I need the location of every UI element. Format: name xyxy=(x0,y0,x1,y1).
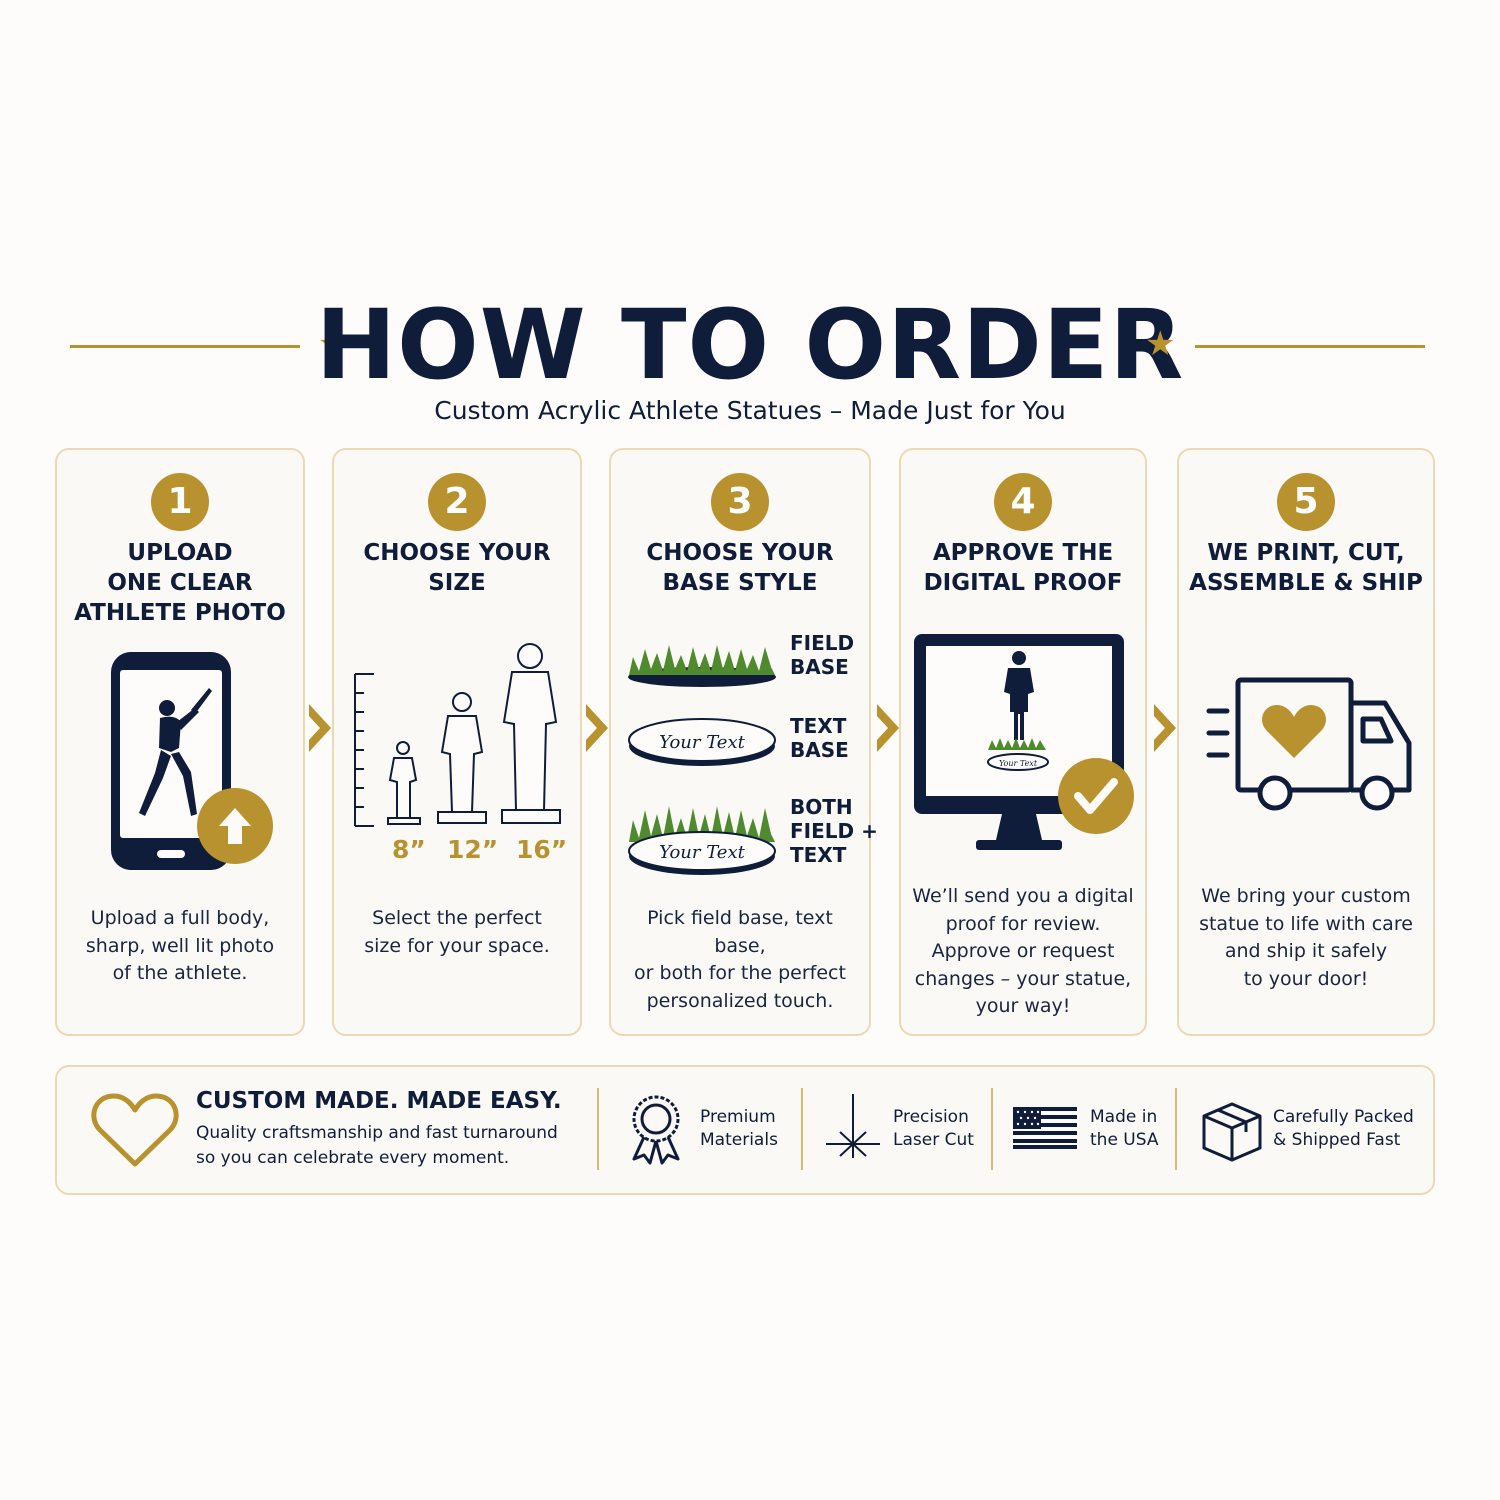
step-number: 1 xyxy=(151,473,209,531)
text-base-icon: Your Text xyxy=(628,718,776,766)
field-base-icon xyxy=(628,645,776,687)
box-icon xyxy=(1202,1102,1262,1162)
page-title: HOW TO ORDER xyxy=(315,289,1185,401)
upload-arrow-icon xyxy=(219,808,251,844)
laser-icon xyxy=(826,1094,880,1158)
step-title: WE PRINT, CUT, ASSEMBLE & SHIP xyxy=(1189,540,1423,596)
step-number: 3 xyxy=(711,473,769,531)
statue-12in xyxy=(437,692,487,824)
statue-16in xyxy=(501,643,561,824)
size-silhouettes-icon xyxy=(354,643,561,827)
footer-description: Quality craftsmanship and fast turnaroun… xyxy=(196,1123,558,1168)
page-subtitle: Custom Acrylic Athlete Statues – Made Ju… xyxy=(434,396,1066,425)
base-label-text: TEXT BASE xyxy=(790,714,849,762)
footer-title: CUSTOM MADE. MADE EASY. xyxy=(196,1088,562,1114)
base-engraving: Your Text xyxy=(659,732,745,753)
base-engraving: Your Text xyxy=(659,842,745,863)
step-description: Upload a full body, sharp, well lit phot… xyxy=(85,907,275,984)
base-label-both: BOTH FIELD + TEXT xyxy=(790,795,878,867)
footer-divider xyxy=(991,1088,993,1170)
step-description: We bring your custom statue to life with… xyxy=(1199,885,1413,990)
step-description: We’ll send you a digital proof for revie… xyxy=(912,885,1134,1017)
ribbon-award-icon xyxy=(632,1095,680,1165)
delivery-truck-icon xyxy=(1206,677,1412,811)
heart-outline-icon xyxy=(91,1093,179,1167)
size-label-16: 16” xyxy=(516,835,568,864)
statue-8in xyxy=(387,741,421,825)
step-description: Pick field base, text base, or both for … xyxy=(634,907,846,1012)
both-base-icon: Your Text xyxy=(628,806,776,875)
ruler-icon xyxy=(354,673,374,827)
athlete-silhouette xyxy=(1004,651,1034,740)
feature-label-shipping: Carefully Packed & Shipped Fast xyxy=(1273,1107,1414,1150)
checkmark-icon xyxy=(1074,778,1118,814)
phone-upload-icon xyxy=(111,652,273,870)
step-description: Select the perfect size for your space. xyxy=(364,907,550,957)
chevron-right-icon xyxy=(877,704,899,752)
feature-label-laser: Precision Laser Cut xyxy=(893,1107,974,1150)
step-number: 5 xyxy=(1277,473,1335,531)
feature-label-materials: Premium Materials xyxy=(700,1107,778,1150)
footer-divider xyxy=(1175,1088,1177,1170)
header-rule-left xyxy=(70,345,300,348)
size-label-8: 8” xyxy=(392,835,426,864)
step-title: APPROVE THE DIGITAL PROOF xyxy=(923,540,1123,596)
chevron-right-icon xyxy=(586,704,608,752)
chevron-right-icon xyxy=(309,704,331,752)
batter-silhouette xyxy=(139,688,212,816)
feature-label-usa: Made in the USA xyxy=(1090,1107,1159,1150)
star-icon: ★ xyxy=(318,325,349,363)
step-title: CHOOSE YOUR SIZE xyxy=(363,540,551,596)
step-title: UPLOAD ONE CLEAR ATHLETE PHOTO xyxy=(74,540,286,626)
star-icon: ★ xyxy=(1145,325,1176,363)
monitor-check-icon: Your Text xyxy=(914,634,1134,850)
header-rule-right xyxy=(1195,345,1425,348)
size-label-12: 12” xyxy=(447,835,499,864)
chevron-right-icon xyxy=(1154,704,1176,752)
step-number: 2 xyxy=(428,473,486,531)
base-label-field: FIELD BASE xyxy=(790,631,855,679)
step-title: CHOOSE YOUR BASE STYLE xyxy=(646,540,834,596)
base-engraving: Your Text xyxy=(999,759,1038,768)
step-number: 4 xyxy=(994,473,1052,531)
footer-divider xyxy=(801,1088,803,1170)
us-flag-icon xyxy=(1013,1107,1077,1149)
heart-icon xyxy=(1262,705,1326,758)
footer-divider xyxy=(597,1088,599,1170)
